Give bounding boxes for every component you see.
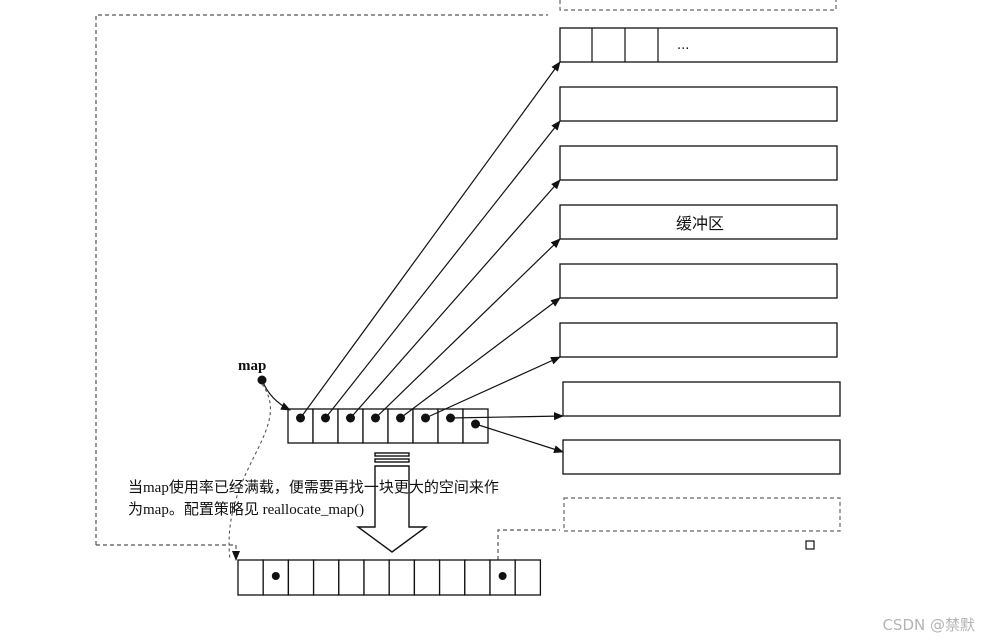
new-map-node-7 [388, 559, 416, 596]
node-pointer-7 [450, 412, 564, 421]
node-pointer-5 [400, 297, 561, 419]
buffer-column [559, 27, 841, 475]
new-map-node-12 [514, 559, 542, 596]
buffer-2 [559, 86, 838, 122]
realloc-down-arrow [355, 452, 429, 553]
node-pointer-arrows [296, 61, 564, 454]
buffer-1 [559, 27, 838, 63]
new-map-node-dot-2 [271, 572, 280, 580]
node-pointer-3 [350, 179, 561, 419]
ellipsis-label: ... [677, 38, 689, 53]
node-pointer-6 [425, 356, 561, 419]
node-pointer-4 [375, 238, 561, 419]
buffer-4 [559, 204, 838, 240]
old-map-node-array [287, 408, 489, 444]
square-marker [805, 540, 815, 550]
new-map-node-5 [338, 559, 365, 596]
node-pointer-8 [475, 423, 564, 454]
empty-dashed-buffer [563, 497, 841, 532]
buffer-5 [559, 263, 838, 299]
caption-line-2: 为map。配置策略见 reallocate_map() [128, 501, 364, 518]
map-pointer-arrow [261, 379, 291, 411]
map-label: map [238, 358, 266, 374]
new-map-node-6 [363, 559, 390, 596]
new-map-node-3 [287, 559, 315, 596]
new-map-node-9 [438, 559, 466, 596]
caption-line-1: 当map使用率已经满载，便需要再找一块更大的空间来作 [128, 479, 499, 496]
new-map-node-8 [413, 559, 441, 596]
top-partial-buffer [559, 0, 837, 11]
map-reassign-dashed-curve [228, 383, 271, 561]
map-node-5 [387, 408, 414, 444]
new-map-node-10 [464, 559, 491, 596]
node-pointer-1 [300, 61, 561, 419]
new-map-node-array [237, 559, 542, 596]
buffer-label: 缓冲区 [676, 214, 724, 233]
new-map-node-1 [237, 559, 264, 596]
first-buffer-cells [591, 28, 659, 62]
watermark: CSDN @禁默 [882, 616, 975, 634]
outer-dashed-frame [95, 14, 560, 561]
new-map-node-dot-11 [498, 572, 507, 580]
map-node-3 [337, 408, 364, 444]
new-map-node-4 [312, 559, 340, 596]
buffer-7 [562, 381, 841, 417]
node-pointer-2 [325, 120, 561, 419]
buffer-8 [562, 439, 841, 475]
buffer-3 [559, 145, 838, 181]
buffer-6 [559, 322, 838, 358]
